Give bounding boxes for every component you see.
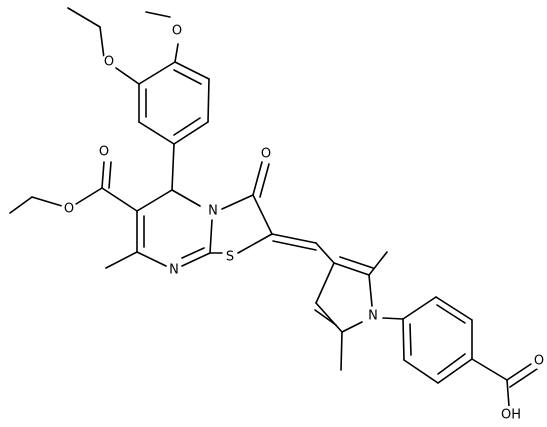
- svg-text:N: N: [169, 263, 179, 278]
- bond: [173, 117, 201, 136]
- svg-text:O: O: [104, 55, 114, 70]
- ester-ether-oxygen-label: O: [61, 201, 77, 217]
- bond: [136, 251, 167, 267]
- svg-text:N: N: [368, 309, 378, 324]
- bond: [181, 247, 205, 259]
- svg-text:O: O: [99, 145, 109, 160]
- bond: [368, 251, 388, 276]
- svg-text:S: S: [226, 250, 234, 265]
- bond: [340, 331, 343, 371]
- bond: [171, 143, 175, 191]
- bond: [136, 189, 173, 212]
- bond: [9, 196, 33, 214]
- bond: [506, 361, 535, 381]
- bond: [237, 233, 273, 254]
- bond: [402, 296, 437, 320]
- methoxy-oxygen-label: O: [169, 23, 185, 39]
- pyrimidine-nitrogen-label: N: [166, 262, 182, 278]
- svg-text:O: O: [261, 147, 271, 162]
- bond: [31, 196, 63, 207]
- bond: [138, 121, 175, 145]
- bond: [382, 317, 404, 320]
- bond: [435, 296, 473, 321]
- bond: [272, 240, 317, 251]
- bond: [75, 187, 103, 205]
- bond: [207, 78, 210, 123]
- bond: [115, 67, 140, 85]
- bond: [221, 194, 254, 210]
- bond: [315, 242, 335, 264]
- bond: [315, 302, 343, 333]
- bond: [409, 323, 412, 356]
- bond: [173, 121, 209, 145]
- bond: [471, 358, 508, 381]
- bond: [315, 262, 335, 304]
- bond: [252, 161, 263, 196]
- bond-lines: [9, 7, 538, 407]
- svg-text:OH: OH: [501, 408, 521, 423]
- atom-labels: O O O O N O N: [61, 23, 547, 423]
- bond: [339, 256, 374, 269]
- bond: [506, 379, 510, 407]
- pyrrole-nitrogen-label: N: [365, 308, 381, 324]
- bond: [437, 358, 473, 384]
- svg-text:N: N: [208, 204, 218, 219]
- bond: [341, 321, 363, 333]
- carboxyl-oxygen-label: O: [531, 353, 547, 369]
- bond: [174, 43, 179, 63]
- ketone-oxygen-label: O: [258, 146, 274, 162]
- bond: [138, 61, 176, 85]
- ethoxy-oxygen-label: O: [101, 54, 117, 70]
- bond: [437, 353, 466, 375]
- svg-text:O: O: [534, 354, 544, 369]
- bond: [436, 304, 466, 324]
- bond: [99, 26, 105, 59]
- bond: [105, 251, 138, 269]
- bond: [259, 163, 270, 198]
- bond: [403, 359, 439, 384]
- bond: [101, 161, 105, 189]
- carboxyl-hydroxyl-label: OH: [498, 406, 524, 423]
- svg-text:O: O: [64, 202, 74, 217]
- bond: [145, 11, 171, 18]
- bond: [402, 318, 405, 361]
- svg-text:O: O: [172, 24, 182, 39]
- ester-carbonyl-oxygen-label: O: [96, 144, 112, 160]
- bond: [108, 161, 112, 189]
- sulfur-label: S: [222, 249, 238, 265]
- bond: [368, 274, 373, 307]
- bond: [314, 309, 337, 326]
- bond: [181, 252, 211, 267]
- bond: [171, 189, 201, 207]
- bond: [509, 368, 538, 388]
- bond: [101, 187, 138, 212]
- bond: [333, 262, 370, 276]
- bridge-nitrogen-label: N: [205, 203, 221, 219]
- bond: [209, 219, 213, 254]
- bond: [252, 194, 273, 235]
- bond: [173, 69, 202, 85]
- bond: [174, 61, 210, 80]
- bond: [67, 7, 101, 28]
- bond: [271, 233, 317, 244]
